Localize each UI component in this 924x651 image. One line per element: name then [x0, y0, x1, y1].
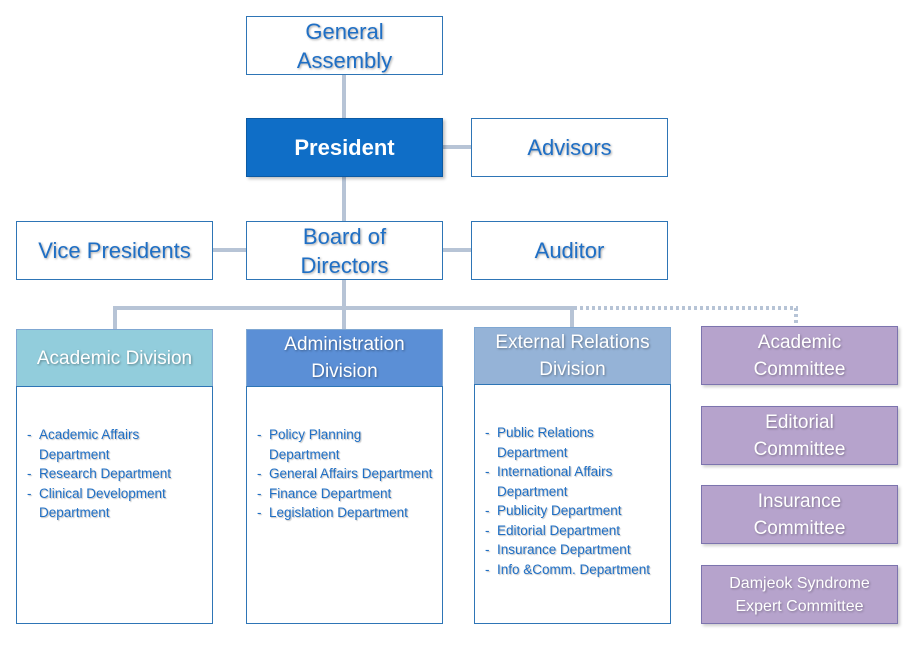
vice-presidents-label: Vice Presidents [38, 238, 191, 263]
department-item: -Policy Planning Department [257, 425, 436, 464]
external-relations-division-departments: -Public Relations Department-Internation… [474, 384, 671, 624]
department-item: -Info &Comm. Department [485, 560, 664, 580]
committee-label: Academic Committee [753, 331, 846, 380]
board-of-directors-box: Board of Directors [246, 221, 443, 280]
department-label: General Affairs Department [269, 466, 433, 481]
bullet-dash: - [485, 425, 490, 440]
department-item: -Research Department [27, 464, 206, 484]
general-assembly-box: General Assembly [246, 16, 443, 75]
bullet-dash: - [485, 464, 490, 479]
advisors-label: Advisors [527, 135, 612, 160]
department-item: -Editorial Department [485, 521, 664, 541]
president-box: President [246, 118, 443, 177]
department-item: -General Affairs Department [257, 464, 436, 484]
bullet-dash: - [257, 505, 262, 520]
department-item: -Legislation Department [257, 503, 436, 523]
administration-division-departments: -Policy Planning Department-General Affa… [246, 386, 443, 624]
department-item: -Public Relations Department [485, 423, 664, 462]
department-label: International Affairs Department [497, 464, 613, 499]
department-item: -Finance Department [257, 484, 436, 504]
division-title: Administration Division [284, 334, 405, 382]
committee-label: Editorial Committee [753, 411, 846, 460]
bullet-dash: - [257, 427, 262, 442]
department-label: Academic Affairs Department [39, 427, 140, 462]
bullet-dash: - [257, 466, 262, 481]
bullet-dash: - [27, 427, 32, 442]
department-label: Public Relations Department [497, 425, 594, 460]
department-item: -International Affairs Department [485, 462, 664, 501]
division-title: Academic Division [36, 347, 193, 369]
advisors-box: Advisors [471, 118, 668, 177]
bullet-dash: - [27, 466, 32, 481]
academic-committee-box: Academic Committee [701, 326, 898, 385]
auditor-label: Auditor [534, 238, 605, 263]
bullet-dash: - [485, 542, 490, 557]
department-label: Legislation Department [269, 505, 408, 520]
bullet-dash: - [257, 485, 262, 501]
bullet-dash: - [485, 561, 490, 577]
general-assembly-label: General Assembly [296, 18, 393, 73]
department-item: -Publicity Department [485, 501, 664, 521]
damjeok-syndrome-committee-box: Damjeok Syndrome Expert Committee [701, 565, 898, 624]
administration-division-header: Administration Division [246, 329, 443, 387]
department-item: -Academic Affairs Department [27, 425, 206, 464]
division-title: External Relations Division [495, 332, 650, 380]
bullet-dash: - [485, 522, 490, 538]
committee-label: Damjeok Syndrome Expert Committee [729, 574, 870, 615]
editorial-committee-box: Editorial Committee [701, 406, 898, 465]
department-label: Finance Department [269, 485, 392, 501]
department-item: -Insurance Department [485, 540, 664, 560]
academic-division-header: Academic Division [16, 329, 213, 387]
department-label: Clinical Development Department [39, 485, 166, 521]
department-label: Editorial Department [497, 522, 621, 538]
department-label: Publicity Department [497, 503, 622, 518]
insurance-committee-box: Insurance Committee [701, 485, 898, 544]
president-label: President [294, 134, 395, 160]
vice-presidents-box: Vice Presidents [16, 221, 213, 280]
department-item: -Clinical Development Department [27, 484, 206, 523]
department-label: Research Department [39, 466, 172, 481]
bullet-dash: - [27, 485, 32, 501]
board-of-directors-label: Board of Directors [300, 223, 389, 278]
external-relations-division-header: External Relations Division [474, 327, 671, 385]
auditor-box: Auditor [471, 221, 668, 280]
department-label: Insurance Department [497, 542, 631, 557]
bullet-dash: - [485, 503, 490, 518]
department-label: Policy Planning Department [269, 427, 362, 462]
department-label: Info &Comm. Department [497, 561, 651, 577]
committee-label: Insurance Committee [753, 490, 846, 539]
academic-division-departments: -Academic Affairs Department-Research De… [16, 386, 213, 624]
